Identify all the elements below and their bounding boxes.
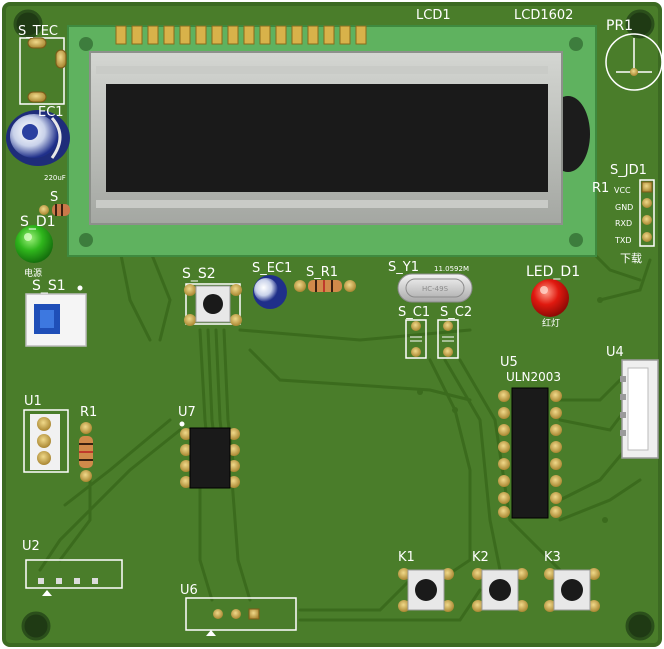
button-s-s2 <box>184 283 242 326</box>
label-u7: U7 <box>178 405 196 420</box>
label-s-d1: S_D1 <box>20 214 56 230</box>
label-jd-rxd: RXD <box>615 219 632 228</box>
vias <box>417 297 608 523</box>
header-u2 <box>25 559 123 596</box>
label-jd-vcc: VCC <box>614 186 631 195</box>
photoresistor-pr1 <box>605 33 663 91</box>
label-k2: K2 <box>472 550 489 565</box>
resistor-small <box>39 204 70 216</box>
label-s-ec1: S_EC1 <box>252 261 292 276</box>
label-y1-part: HC-49S <box>422 285 449 293</box>
label-jd-txd: TXD <box>614 236 632 245</box>
power-jack-s-tec <box>19 37 67 105</box>
label-uln2003: ULN2003 <box>506 370 561 384</box>
resistor-r1 <box>79 422 93 482</box>
label-jd-note: 下载 <box>620 252 642 265</box>
crystal-s-y1 <box>397 273 473 303</box>
label-ec1-value: 220uF <box>44 174 66 182</box>
header-s-jd1 <box>639 179 655 247</box>
connector-u4 <box>620 359 659 459</box>
lcd-mount-hole <box>569 37 583 51</box>
button-k2 <box>472 568 528 612</box>
capacitor-s-c1 <box>405 319 427 359</box>
button-k3 <box>544 568 600 612</box>
label-s-y1: S_Y1 <box>388 260 419 275</box>
label-led-note: 红灯 <box>542 317 560 329</box>
label-lcd1602: LCD1602 <box>514 8 573 23</box>
label-led-d1: LED_D1 <box>526 264 580 280</box>
switch-s-s1 <box>25 285 87 347</box>
led-red-led-d1 <box>531 279 569 317</box>
silkscreen-labels: LCD1 LCD1602 PR1 S_TEC EC1 220uF S S_D1 … <box>18 8 647 598</box>
capacitor-s-ec1 <box>253 275 287 309</box>
ic-u7 <box>179 421 240 489</box>
mounting-hole-top-right <box>625 9 655 39</box>
lcd-mount-hole <box>79 37 93 51</box>
label-s: S <box>50 190 58 205</box>
label-s-c2: S_C2 <box>440 305 472 320</box>
label-jd-gnd: GND <box>615 203 633 212</box>
lcd-screen <box>106 84 548 192</box>
label-u6: U6 <box>180 583 198 598</box>
label-s-tec: S_TEC <box>18 24 58 39</box>
lcd-mount-hole <box>79 233 93 247</box>
header-u6 <box>185 597 297 636</box>
copper-traces <box>38 248 652 622</box>
capacitor-s-c2 <box>437 319 459 359</box>
mounting-hole-bottom-right <box>625 611 655 641</box>
lcd1602-module <box>67 25 597 257</box>
ic-u5-uln2003 <box>498 387 562 519</box>
lcd-bezel-strip <box>96 66 548 74</box>
label-pr1: PR1 <box>606 18 633 34</box>
lcd-mount-hole <box>569 233 583 247</box>
button-k1 <box>398 568 454 612</box>
label-s-s2: S_S2 <box>182 266 216 282</box>
label-k3: K3 <box>544 550 561 565</box>
label-d1-note: 电源 <box>24 267 42 279</box>
capacitor-ec1 <box>6 110 70 166</box>
mounting-hole-top-left <box>13 9 43 39</box>
mounting-hole-bottom-left <box>21 611 51 641</box>
label-s-s1: S_S1 <box>32 278 66 294</box>
label-s-jd1: S_JD1 <box>610 163 647 178</box>
label-k1: K1 <box>398 550 415 565</box>
label-y1-freq: 11.0592M <box>434 265 469 273</box>
led-green-s-d1 <box>15 225 53 263</box>
label-u1: U1 <box>24 394 42 409</box>
regulator-u1 <box>23 409 69 473</box>
label-r1-top: R1 <box>592 181 609 196</box>
label-u4: U4 <box>606 345 624 360</box>
lcd-bezel-strip <box>96 200 548 208</box>
label-ec1: EC1 <box>38 105 64 120</box>
label-s-c1: S_C1 <box>398 305 430 320</box>
resistor-s-r1 <box>294 280 356 292</box>
label-lcd1: LCD1 <box>416 8 451 23</box>
label-r1: R1 <box>80 405 97 420</box>
label-u2: U2 <box>22 539 40 554</box>
label-u5: U5 <box>500 355 518 370</box>
lcd-header-pins <box>115 25 367 45</box>
label-s-r1: S_R1 <box>306 265 338 280</box>
